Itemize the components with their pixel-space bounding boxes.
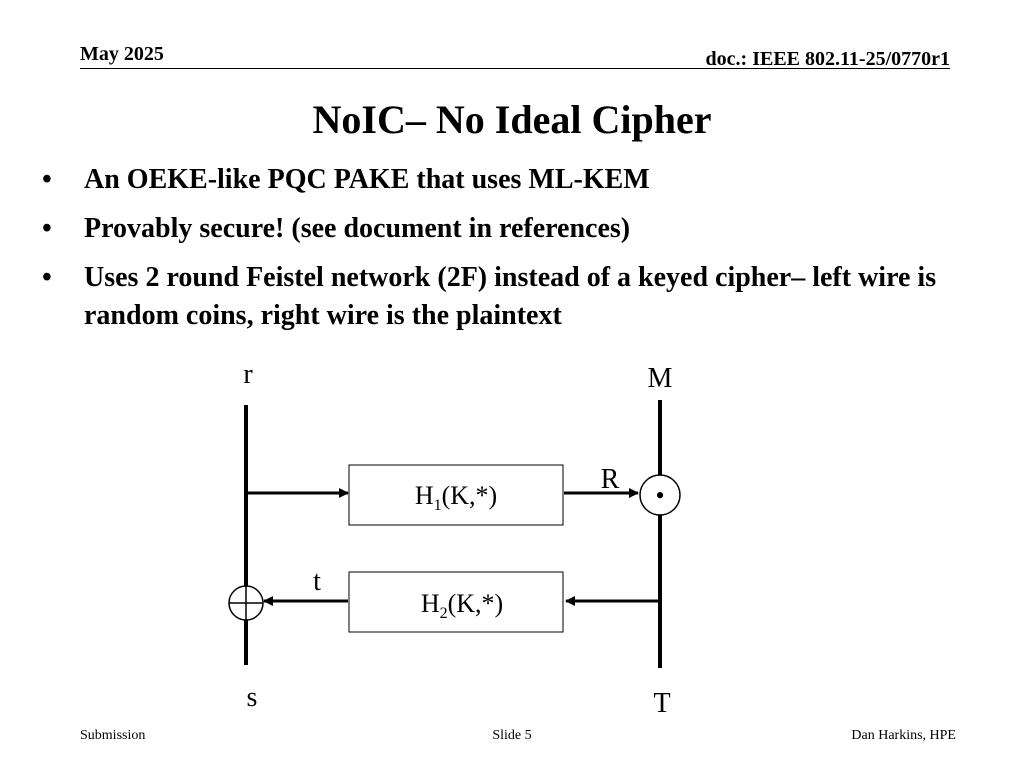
bullet-list: •An OEKE-like PQC PAKE that uses ML-KEM … [40, 161, 990, 346]
odot-dot-symbol: • [655, 481, 664, 510]
h2-label: H2(K,*) [421, 589, 503, 622]
xor-operator [228, 585, 264, 621]
header-date: May 2025 [80, 43, 164, 65]
footer-submission: Submission [80, 728, 146, 743]
bullet-dot: • [42, 164, 52, 195]
h1-box [348, 464, 564, 526]
bullet-item: • An OEKE-like PQC PAKE that uses ML-KEM [40, 161, 990, 199]
footer-slide-number: Slide 5 [492, 728, 532, 743]
label-r: r [243, 359, 253, 390]
header-doc-id: doc.: IEEE 802.11-25/0770r1 [705, 48, 950, 70]
bullet-dot: • [42, 262, 52, 293]
bullet-text: Provably secure! (see document in refere… [84, 213, 631, 244]
bullet-text: An OEKE-like PQC PAKE that uses ML-KEM [84, 164, 650, 195]
odot-operator [639, 474, 681, 516]
bullet-item: • Provably secure! (see document in refer… [40, 210, 990, 248]
bullet-dot: • [42, 213, 52, 244]
slide-title: NoIC– No Ideal Cipher [312, 97, 712, 142]
header-rule [80, 68, 950, 69]
label-M: M [648, 363, 673, 394]
label-t: t [313, 566, 321, 597]
h1-label: H1(K,*) [415, 481, 497, 514]
h2-box [348, 571, 564, 633]
label-R: R [601, 464, 620, 495]
bullet-text: Uses 2 round Feistel network (2F) instea… [84, 262, 937, 331]
footer-author: Dan Harkins, HPE [851, 728, 956, 743]
bullet-item: • Uses 2 round Feistel network (2F) inste… [40, 259, 990, 335]
label-T: T [653, 688, 670, 719]
label-s: s [247, 682, 258, 713]
